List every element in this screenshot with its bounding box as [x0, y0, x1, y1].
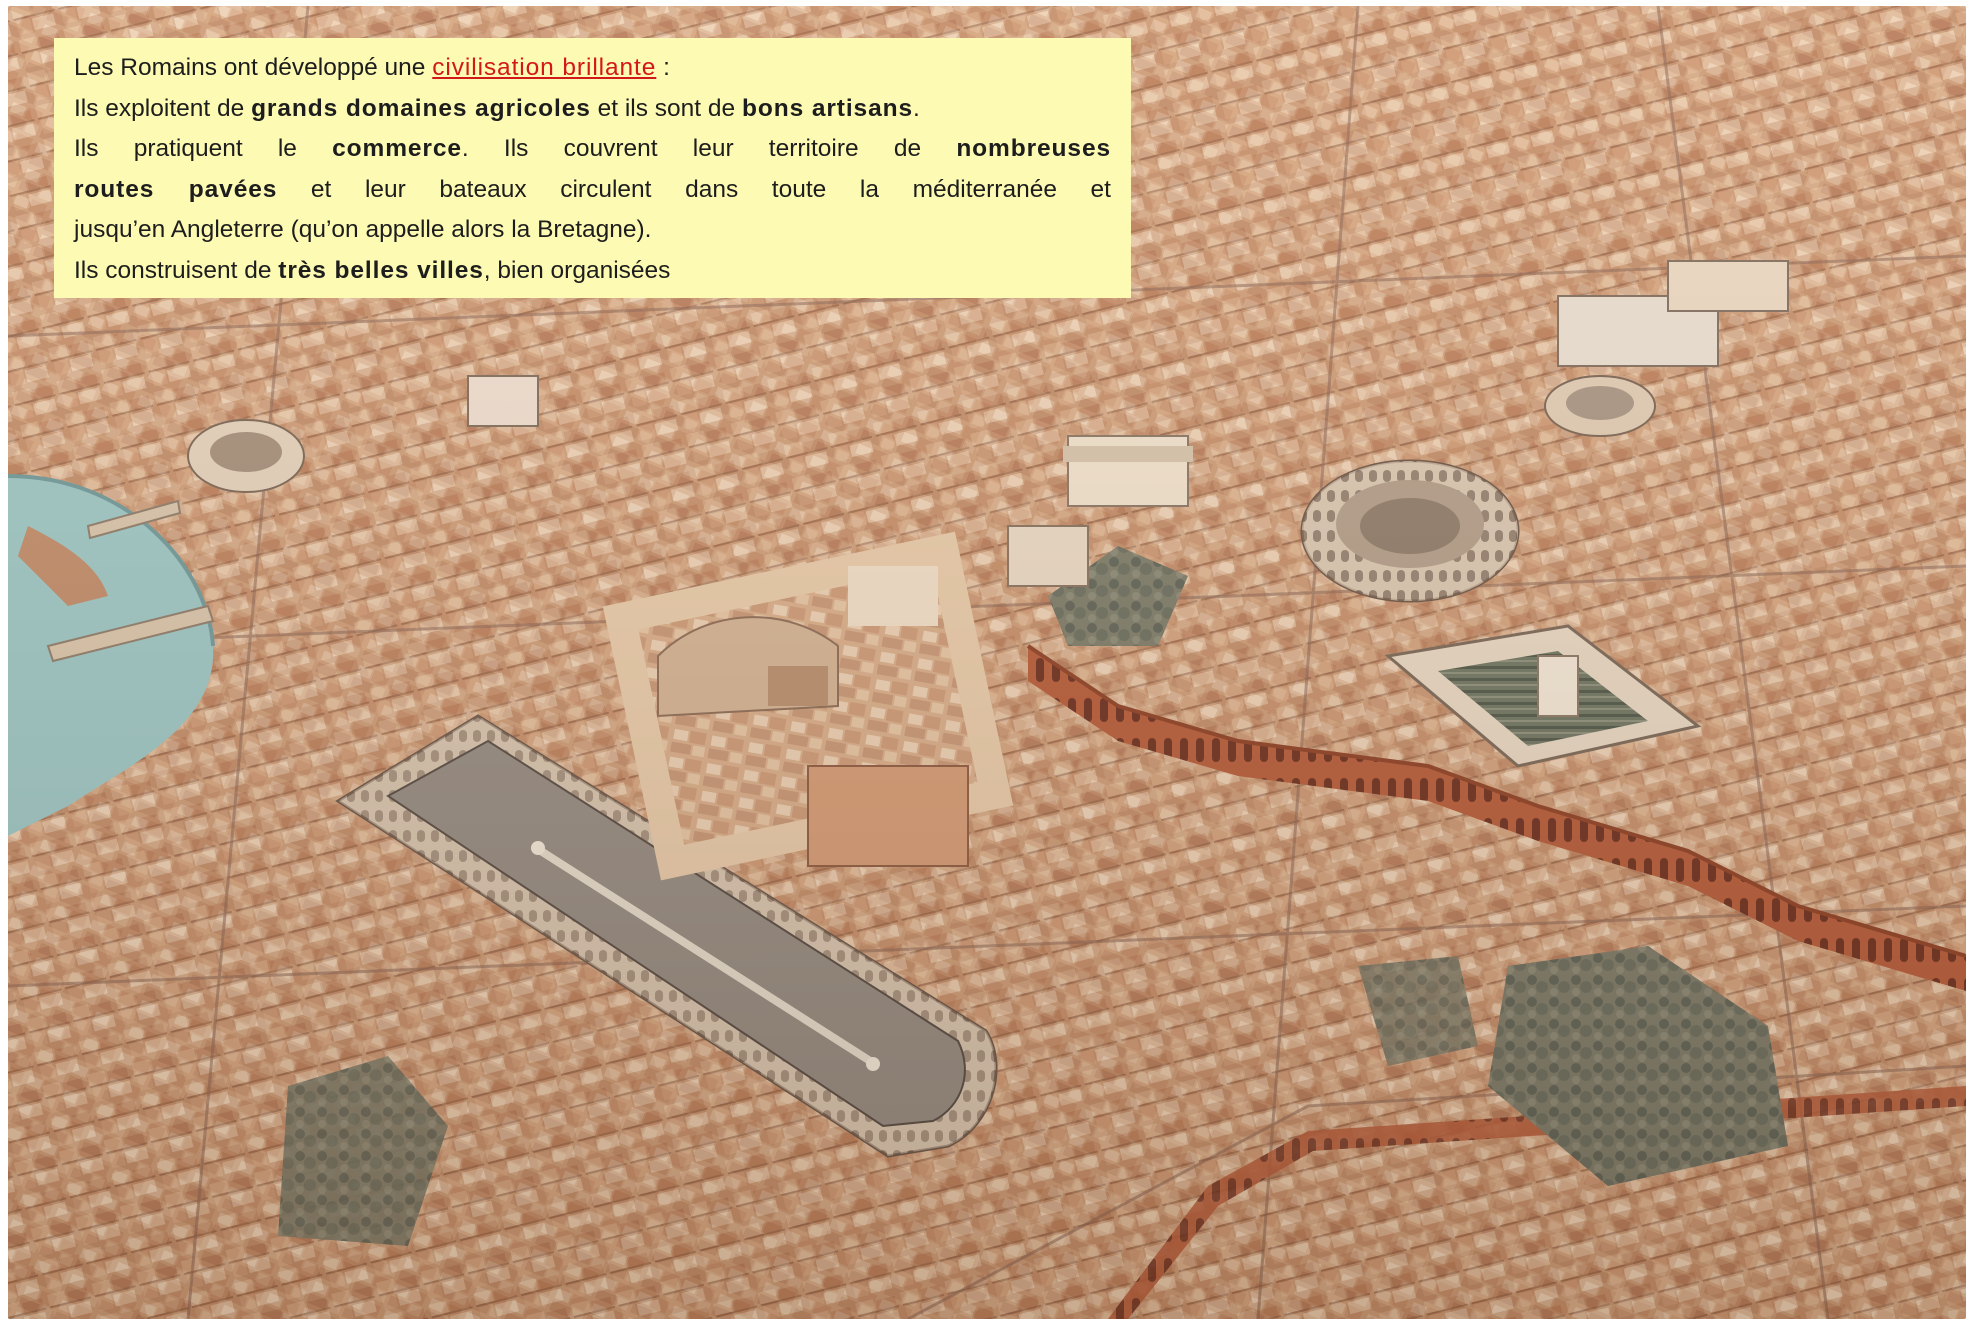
caption-bold: nombreuses: [956, 135, 1111, 162]
caption-line-5: jusqu’en Angleterre (qu’on appelle alors…: [74, 216, 652, 243]
caption-line-2: Ils exploitent de grands domaines agrico…: [74, 89, 1111, 130]
caption-text: et leur bateaux circulent dans toute la …: [277, 175, 1111, 203]
caption-line-3: Ils pratiquent le commerce. Ils couvrent…: [74, 129, 1111, 170]
caption-text: , bien organisées: [483, 256, 671, 284]
caption-bold: grands domaines agricoles: [251, 94, 591, 122]
caption-text: et ils sont de: [590, 94, 742, 122]
caption-box: Les Romains ont développé une civilisati…: [54, 38, 1131, 298]
caption-text: Ils pratiquent le: [74, 135, 333, 162]
caption-text: Ils exploitent de: [74, 94, 252, 122]
caption-text: . Ils couvrent leur territoire de: [461, 135, 957, 162]
caption-text: .: [912, 94, 920, 122]
caption-line-4: routes pavées et leur bateaux circulent …: [74, 170, 1111, 211]
caption-bold: bons artisans: [741, 94, 913, 122]
caption-bold: commerce: [332, 135, 462, 162]
caption-text: Ils construisent de: [74, 256, 279, 284]
caption-bold: routes pavées: [74, 175, 278, 203]
caption-text: :: [656, 54, 670, 81]
caption-line-6: Ils construisent de très belles villes, …: [74, 251, 1111, 292]
caption-bold: très belles villes: [278, 256, 484, 284]
caption-line-1: Les Romains ont développé une civilisati…: [74, 48, 1111, 89]
caption-text: Les Romains ont développé une: [74, 54, 426, 81]
highlight-link[interactable]: civilisation brillante: [432, 54, 657, 81]
